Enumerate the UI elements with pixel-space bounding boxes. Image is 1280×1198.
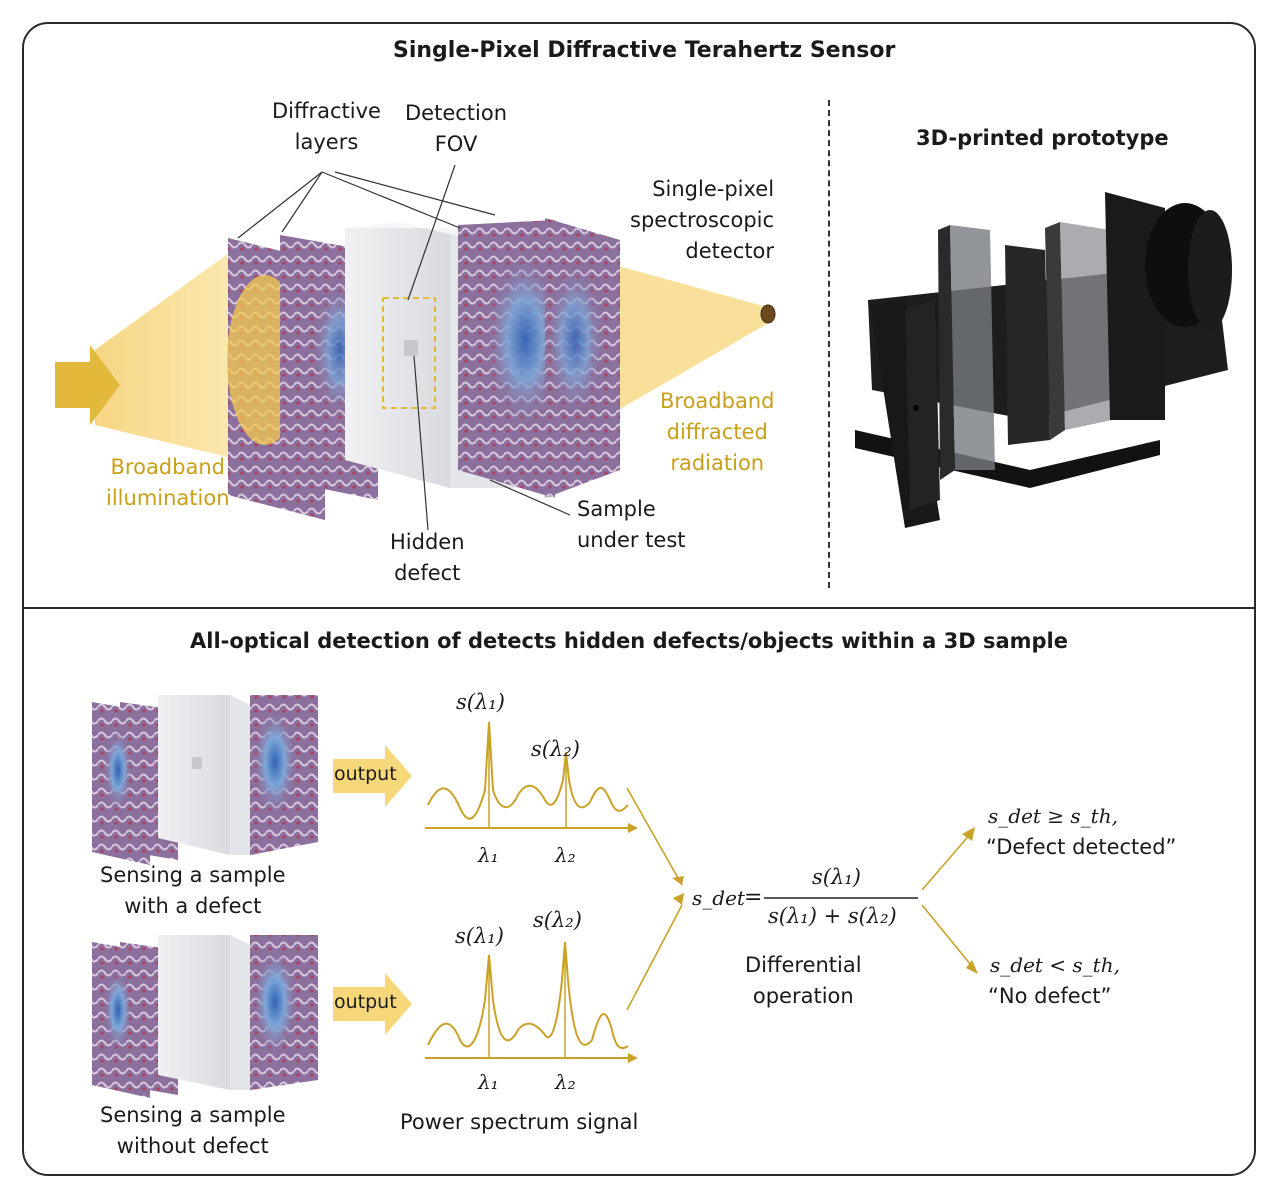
formula-numerator: s(λ₁): [812, 865, 861, 889]
label-detector: Single-pixel spectroscopic detector: [630, 177, 775, 263]
label-hidden-defect: Hidden defect: [390, 530, 465, 585]
arrowhead-icon: [966, 960, 978, 974]
result-negative-text: “No defect”: [988, 984, 1112, 1008]
result-positive-text: “Defect detected”: [986, 835, 1177, 859]
panel-b-title: All-optical detection of detects hidden …: [190, 629, 1068, 653]
output-arrow-bottom-icon: [333, 973, 412, 1035]
spectrum-with-defect: [425, 721, 638, 833]
sample-stack-without-defect: [92, 935, 318, 1098]
panel-divider: [22, 607, 1256, 609]
label-diffracted: Broadband diffracted radiation: [660, 389, 775, 475]
formula-lhs: s_det: [692, 886, 745, 910]
spectrum-caption: Power spectrum signal: [400, 1110, 639, 1134]
label-detection-fov: Detection FOV: [405, 101, 508, 156]
caption-without-defect: Sensing a sample without defect: [100, 1103, 286, 1158]
dashed-separator: [828, 100, 830, 588]
prototype-title: 3D-printed prototype: [916, 126, 1169, 150]
input-arrow-icon: [55, 345, 120, 425]
peak2-label-bottom: s(λ₂): [533, 908, 582, 932]
figure-frame: [22, 22, 1256, 1176]
arrowhead-icon: [673, 893, 684, 905]
label-illumination: Broadband illumination: [106, 455, 230, 510]
peak2-label-top: s(λ₂): [531, 737, 580, 761]
tick1-top: λ₁: [478, 843, 499, 867]
illumination-beam: [55, 245, 240, 460]
output-label-top: output: [334, 763, 397, 785]
panel-a-title: Single-Pixel Diffractive Terahertz Senso…: [393, 38, 896, 63]
spectrum-without-defect: [425, 941, 638, 1063]
converge-arrows: [626, 787, 976, 1011]
output-label-bottom: output: [334, 991, 397, 1013]
result-positive-condition: s_det ≥ s_th,: [988, 804, 1118, 828]
operation-label: Differential operation: [745, 953, 862, 1008]
hidden-defect-mark: [404, 340, 418, 356]
tick2-top: λ₂: [555, 843, 576, 867]
diffractive-layer-4: [545, 218, 620, 498]
arrowhead-icon: [672, 876, 684, 885]
label-diffractive-layers: Diffractive layers: [272, 99, 381, 154]
result-negative-condition: s_det < s_th,: [990, 953, 1120, 977]
output-arrow-top-icon: [333, 745, 412, 807]
prototype-image: [855, 192, 1232, 528]
sample-stack-with-defect: [92, 695, 318, 865]
leader-lines: [237, 164, 571, 531]
tick2-bottom: λ₂: [555, 1070, 576, 1094]
label-sample: Sample under test: [577, 497, 686, 552]
formula-denominator: s(λ₁) + s(λ₂): [768, 904, 897, 928]
detector-icon: [760, 304, 776, 324]
arrowhead-icon: [962, 827, 975, 841]
tick1-bottom: λ₁: [478, 1070, 499, 1094]
caption-with-defect: Sensing a sample with a defect: [100, 863, 286, 918]
diffracted-beam: [615, 265, 770, 412]
peak1-label-top: s(λ₁): [456, 690, 505, 714]
peak1-label-bottom: s(λ₁): [455, 924, 504, 948]
